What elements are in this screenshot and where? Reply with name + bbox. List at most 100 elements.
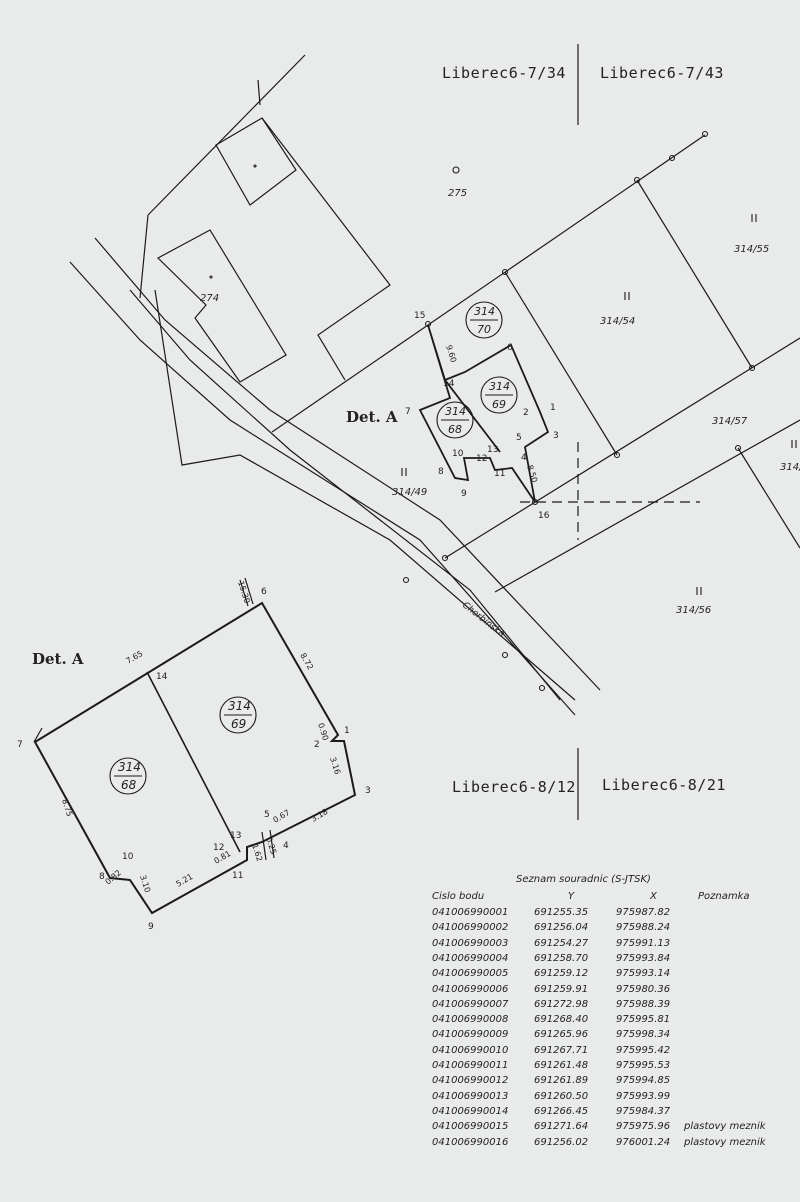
cell-x: 975994.85 (616, 1075, 671, 1087)
cell-y: 691259.91 (534, 983, 589, 995)
cell-y: 691256.02 (534, 1136, 589, 1148)
cell-id: 041006990016 (432, 1136, 509, 1148)
cell-x: 975995.42 (616, 1044, 671, 1056)
main-point-labels: 15 6 14 7 1 2 3 5 13 4 10 12 11 8 9 16 9… (405, 311, 559, 521)
parcel-314-56: 314/56 (676, 605, 711, 616)
parcel-314-49: 314/49 (392, 487, 427, 498)
point-11: 11 (494, 469, 505, 479)
detail-point-8: 8 (99, 872, 105, 882)
cell-x: 975995.81 (616, 1014, 671, 1026)
point-2: 2 (523, 408, 529, 418)
header-y: Y (568, 891, 575, 902)
dm-3-16: 3.16 (328, 756, 342, 776)
header-note: Poznamka (698, 891, 750, 902)
table-row: 041006990010 691267.71 975995.42 (428, 1045, 788, 1060)
detail-point-4: 4 (283, 841, 289, 851)
cell-id: 041006990005 (432, 968, 509, 980)
detail-measurements: 15.30 7.65 8.72 0.90 3.16 8.75 0.67 3.18… (60, 580, 342, 894)
cell-id: 041006990007 (432, 998, 509, 1010)
dm-7-65: 7.65 (125, 649, 145, 666)
detail-point-7: 7 (17, 740, 23, 750)
cell-id: 041006990015 (432, 1121, 509, 1133)
detail-point-9: 9 (148, 922, 154, 932)
detail-314-68-num: 314 (118, 760, 141, 774)
cell-x: 975984.37 (616, 1105, 671, 1117)
cell-id: 041006990010 (432, 1044, 509, 1056)
coordinate-table-title: Seznam souradnic (S-JTSK) (516, 874, 651, 885)
cell-id: 041006990013 (432, 1090, 509, 1102)
dm-0-90: 0.90 (316, 722, 330, 742)
cell-x: 975975.96 (616, 1121, 671, 1133)
detail-point-3: 3 (365, 786, 371, 796)
cell-id: 041006990008 (432, 1014, 509, 1026)
measure-8-50: 8.50 (525, 464, 539, 484)
dm-0-25: 0.25 (264, 836, 278, 856)
detail-point-10: 10 (122, 852, 134, 862)
cell-note: plastovy meznik (684, 1136, 766, 1148)
cell-y: 691267.71 (534, 1044, 589, 1056)
table-row: 041006990014 691266.45 975984.37 (428, 1106, 788, 1121)
cell-y: 691266.45 (534, 1105, 589, 1117)
dm-1-62: 1.62 (250, 843, 264, 863)
detail-point-12: 12 (213, 843, 224, 853)
detail-marker-label: Det. A (346, 408, 398, 426)
cell-x: 975991.13 (616, 937, 671, 949)
cell-x: 975987.82 (616, 907, 671, 918)
detail-314-69-num: 314 (228, 699, 251, 713)
dm-0-67: 0.67 (272, 808, 292, 825)
detail-point-13: 13 (230, 831, 241, 841)
point-10: 10 (452, 449, 464, 459)
parcel-314-70-den: 70 (477, 323, 491, 336)
measure-9-60: 9.60 (444, 344, 458, 364)
cell-y: 691271.64 (534, 1121, 589, 1133)
table-row: 041006990008 691268.40 975995.81 (428, 1014, 788, 1029)
parcel-314-68-den: 68 (448, 423, 462, 436)
point-5: 5 (516, 433, 522, 443)
point-3: 3 (553, 431, 559, 441)
detail-point-labels: 6 14 7 1 2 3 5 13 4 12 11 10 8 9 (17, 587, 371, 932)
table-row: 041006990016 691256.02 976001.24 plastovy m… (428, 1137, 788, 1152)
cell-id: 041006990006 (432, 983, 509, 995)
cell-x: 975993.14 (616, 968, 671, 980)
dm-3-10: 3.10 (138, 874, 152, 894)
detail-point-14: 14 (156, 672, 168, 682)
map-symbols (109, 130, 797, 795)
cell-x: 975995.53 (616, 1060, 671, 1071)
cell-x: 975988.24 (616, 922, 671, 934)
detail-point-11: 11 (232, 871, 243, 881)
header-id: Cislo bodu (432, 891, 485, 902)
point-4: 4 (521, 453, 527, 463)
cell-y: 691268.40 (534, 1014, 589, 1026)
map-lines (33, 44, 800, 915)
parcel-314-70-num: 314 (474, 305, 495, 318)
cell-y: 691272.98 (534, 998, 589, 1010)
cell-y: 691259.12 (534, 968, 589, 980)
cell-id: 041006990014 (432, 1105, 509, 1117)
parcel-314-57: 314/57 (712, 416, 748, 427)
point-6: 6 (507, 343, 513, 353)
sheet-label-bottom-left: Liberec6-8/12 (452, 778, 576, 796)
dm-5-21: 5.21 (175, 872, 195, 889)
parcel-274: 274 (200, 293, 219, 304)
cell-id: 041006990004 (432, 952, 509, 964)
sheet-label-top-left: Liberec6-7/34 (442, 64, 566, 82)
table-row: 041006990003 691254.27 975991.13 (428, 938, 788, 953)
cell-y: 691254.27 (534, 937, 589, 949)
cell-id: 041006990003 (432, 937, 509, 949)
cell-y: 691260.50 (534, 1090, 589, 1102)
point-12: 12 (476, 454, 487, 464)
cell-x: 975998.34 (616, 1029, 671, 1041)
sheet-label-bottom-right: Liberec6-8/21 (602, 776, 726, 794)
detail-point-2: 2 (314, 740, 320, 750)
point-15: 15 (414, 311, 425, 321)
cell-x: 976001.24 (616, 1136, 671, 1148)
dm-15-30: 15.30 (236, 580, 252, 605)
table-row: 041006990005 691259.12 975993.14 (428, 968, 788, 983)
